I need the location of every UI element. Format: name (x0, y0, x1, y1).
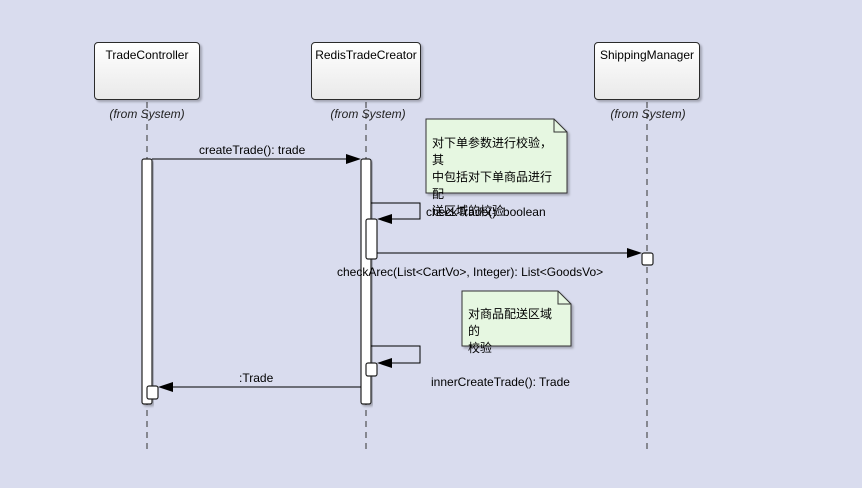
lifeline-tradecontroller-stereotype: (from System) (109, 107, 185, 121)
note2-line-1: 对商品配送区域的 (468, 307, 553, 338)
activation-innercreatetrade (365, 362, 378, 377)
lifeline-redistradecreator[interactable]: RedisTradeCreator (311, 42, 421, 100)
note2-shape (461, 290, 572, 347)
note1-line-2: 中包括对下单商品进行配 (432, 170, 553, 201)
activation-tradecontroller-return (146, 385, 159, 400)
message-innercreatetrade-arrowhead (377, 358, 392, 368)
lifeline-redistradecreator-name: RedisTradeCreator (315, 48, 417, 62)
message-return-trade-label[interactable]: :Trade (239, 371, 274, 385)
message-createtrade-label[interactable]: createTrade(): trade (199, 143, 306, 157)
note2-line-2: 校验 (468, 341, 493, 355)
activation-shippingmanager (641, 252, 654, 266)
lifeline-tradecontroller[interactable]: TradeController (94, 42, 200, 100)
activation-checktrade (365, 218, 378, 260)
message-checkarec-label[interactable]: checkArec(List<CartVo>, Integer): List<G… (337, 265, 604, 279)
activation-tradecontroller (141, 158, 153, 405)
message-checktrade-line (371, 202, 421, 220)
note1-fold (553, 119, 567, 133)
note2-fold (557, 291, 571, 305)
message-checkarec-arrowhead (627, 248, 642, 258)
message-return-trade-arrowhead (158, 382, 173, 392)
message-checktrade-arrowhead (377, 214, 392, 224)
note1-line-3: 送区域的校验 (432, 204, 505, 218)
lifeline-shippingmanager-name: ShippingManager (599, 48, 695, 62)
message-innercreatetrade-label[interactable]: innerCreateTrade(): Trade (431, 375, 570, 389)
message-checktrade-label[interactable]: checkTrade(): boolean (426, 205, 546, 219)
note1[interactable]: 对下单参数进行校验，其 中包括对下单商品进行配 送区域的校验 (426, 119, 567, 218)
lifeline-tradecontroller-name: TradeController (105, 48, 189, 62)
note1-line-1: 对下单参数进行校验，其 (432, 136, 553, 167)
note2[interactable]: 对商品配送区域的 校验 (462, 291, 571, 355)
lifeline-shippingmanager[interactable]: ShippingManager (594, 42, 700, 100)
lifeline-shippingmanager-stereotype: (from System) (610, 107, 686, 121)
lifeline-redistradecreator-stereotype: (from System) (330, 107, 406, 121)
note1-shape (425, 118, 568, 194)
message-createtrade-arrowhead (346, 154, 361, 164)
message-innercreatetrade-line (371, 345, 421, 364)
